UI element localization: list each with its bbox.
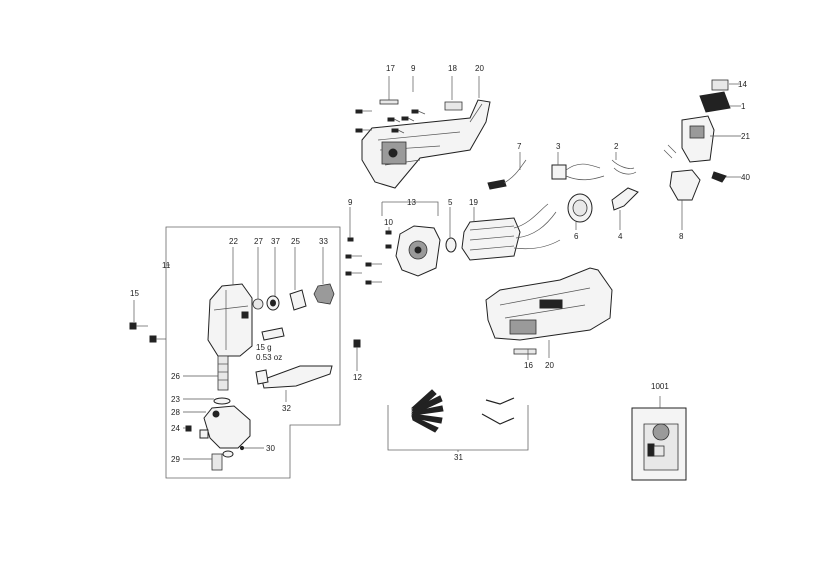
label-27: 27	[254, 237, 263, 246]
label-11: 11	[162, 261, 171, 270]
label-8: 8	[679, 232, 684, 241]
label-31: 32	[282, 404, 291, 413]
label-14: 15	[130, 289, 139, 298]
label-30: 30	[266, 444, 275, 453]
label-13: 13	[407, 198, 416, 207]
label-17: 17	[386, 64, 395, 73]
label-29: 29	[171, 455, 180, 464]
label-21: 21	[741, 132, 750, 141]
label-16: 16	[524, 361, 533, 370]
label-10: 10	[384, 218, 393, 227]
label-3: 3	[556, 142, 561, 151]
label-6: 6	[574, 232, 579, 241]
label-32: 33	[319, 237, 328, 246]
detail-inset-1001	[631, 396, 687, 481]
grease-weight-oz: 0.53 oz	[256, 353, 282, 362]
housing-lower-half	[485, 267, 613, 355]
label-40: 40	[741, 173, 750, 182]
label-1001: 1001	[651, 382, 669, 391]
motor-assembly	[345, 203, 561, 285]
assembly-frame-37	[387, 405, 529, 451]
guide-plate	[255, 365, 333, 389]
assembly-frame-13	[381, 201, 439, 216]
label-26: 26	[171, 372, 180, 381]
assembly-frame-11	[165, 226, 341, 479]
battery-interface-parts	[663, 79, 731, 201]
cutter-parts	[185, 355, 251, 471]
label-25: 25	[291, 237, 300, 246]
label-20-bottom: 20	[545, 361, 554, 370]
label-2: 2	[614, 142, 619, 151]
label-7: 7	[517, 142, 522, 151]
switch-and-wires	[487, 159, 639, 223]
label-12: 12	[353, 373, 362, 382]
label-37: 31	[454, 453, 463, 462]
label-9-mid: 9	[348, 198, 353, 207]
screws-upper	[355, 99, 463, 134]
label-4: 4	[618, 232, 623, 241]
label-28: 28	[171, 408, 180, 417]
grease-weight-g: 15 g	[256, 343, 272, 352]
gear-head-group	[129, 283, 361, 357]
label-19: 19	[469, 198, 478, 207]
hex-key-set	[411, 389, 515, 433]
label-15: 14	[738, 80, 747, 89]
label-24: 24	[171, 424, 180, 433]
label-5: 5	[448, 198, 453, 207]
leader-lines	[133, 76, 741, 460]
label-20-top: 20	[475, 64, 484, 73]
label-22: 22	[229, 237, 238, 246]
label-18: 18	[448, 64, 457, 73]
label-9-top: 9	[411, 64, 416, 73]
housing-upper-half	[361, 99, 491, 189]
label-23: 23	[171, 395, 180, 404]
label-1: 1	[741, 102, 746, 111]
label-33: 37	[271, 237, 280, 246]
